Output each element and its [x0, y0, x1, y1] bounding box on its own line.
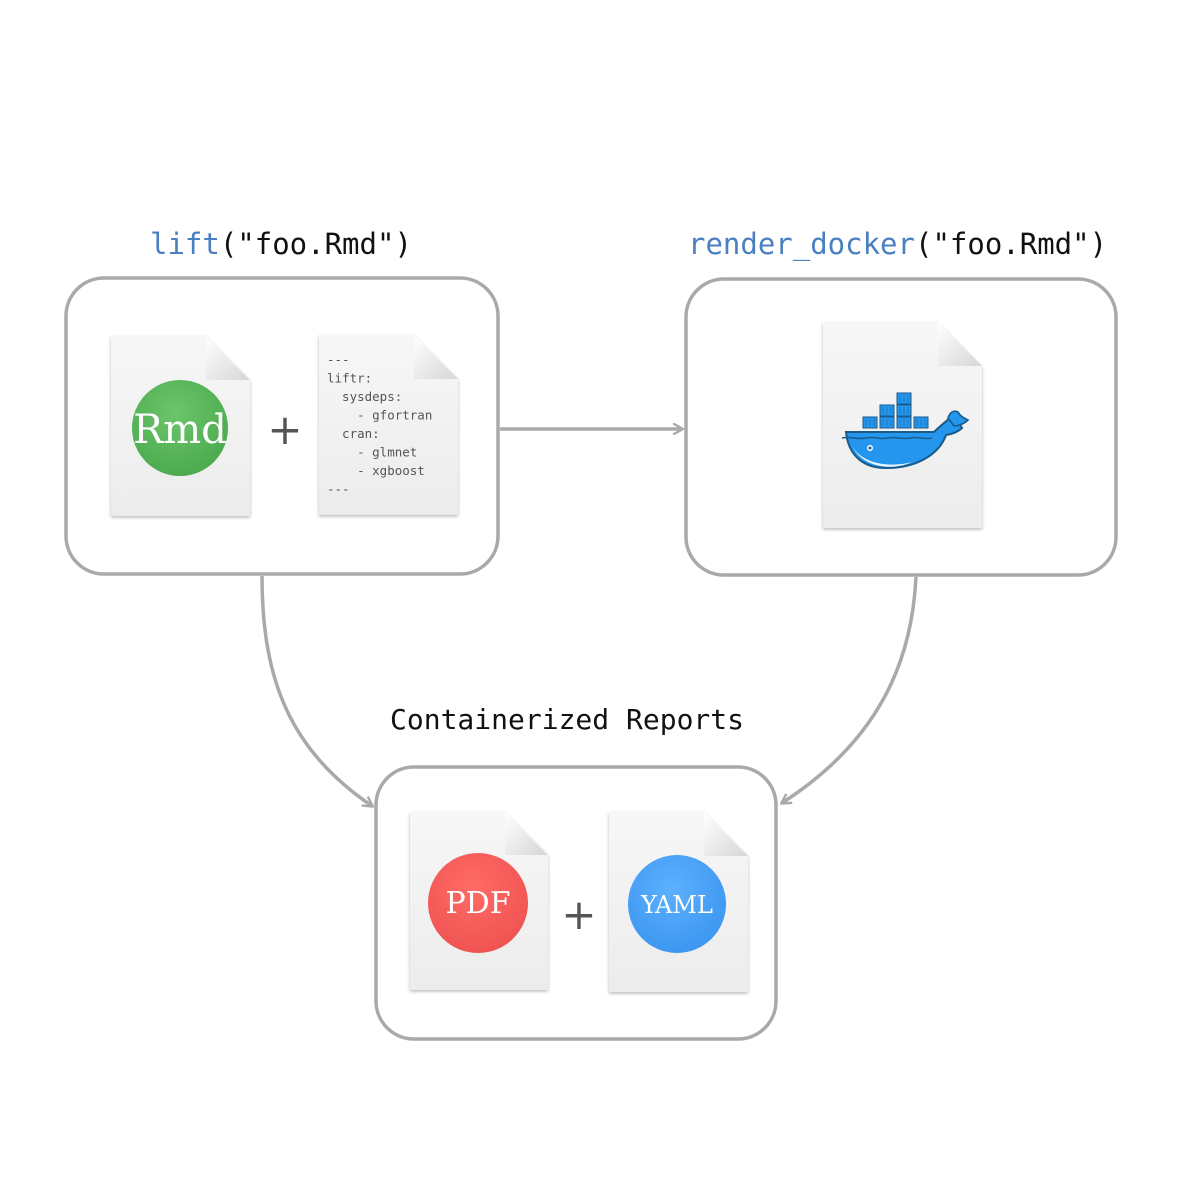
yaml-badge-label: YAML — [640, 891, 713, 919]
yaml-config-text: --- liftr: sysdeps: - gfortran cran: - g… — [0, 0, 485, 497]
render-docker-function-args: ("foo.Rmd") — [915, 227, 1107, 261]
yaml-line-7: --- — [327, 482, 350, 497]
yaml-line-1: liftr: — [327, 371, 372, 386]
yaml-config-document-icon: --- liftr: sysdeps: - gfortran cran: - g… — [0, 0, 485, 515]
docker-whale-icon — [841, 392, 970, 470]
render-docker-function-name: render_docker — [688, 227, 915, 262]
rmd-document-icon: Rmd — [111, 336, 250, 516]
yaml-line-4: cran: — [327, 426, 380, 441]
rmd-badge-label: Rmd — [133, 407, 227, 453]
pdf-document-icon: PDF — [410, 812, 548, 990]
yaml-line-2: sysdeps: — [327, 389, 402, 404]
rmd-badge — [132, 380, 228, 476]
lift-label: lift("foo.Rmd") — [150, 227, 412, 261]
plus-operator-top: + — [267, 405, 302, 454]
yaml-line-0: --- — [327, 352, 350, 367]
arrow-lift-to-reports — [260, 575, 372, 806]
pdf-badge — [428, 853, 528, 953]
pdf-badge-label: PDF — [445, 886, 510, 921]
yaml-line-3: - gfortran — [327, 408, 432, 423]
plus-operator-bottom: + — [561, 890, 596, 939]
lift-function-args: ("foo.Rmd") — [220, 227, 412, 261]
output-label: Containerized Reports — [390, 703, 744, 736]
yaml-line-5: - glmnet — [327, 445, 417, 460]
yaml-line-6: - xgboost — [327, 463, 425, 478]
yaml-document-icon: YAML — [609, 812, 748, 992]
lift-function-name: lift — [150, 227, 220, 261]
render-docker-label: render_docker("foo.Rmd") — [688, 227, 1107, 262]
docker-document-icon — [823, 322, 982, 528]
arrow-render-to-reports — [782, 576, 918, 803]
yaml-badge — [628, 855, 726, 953]
